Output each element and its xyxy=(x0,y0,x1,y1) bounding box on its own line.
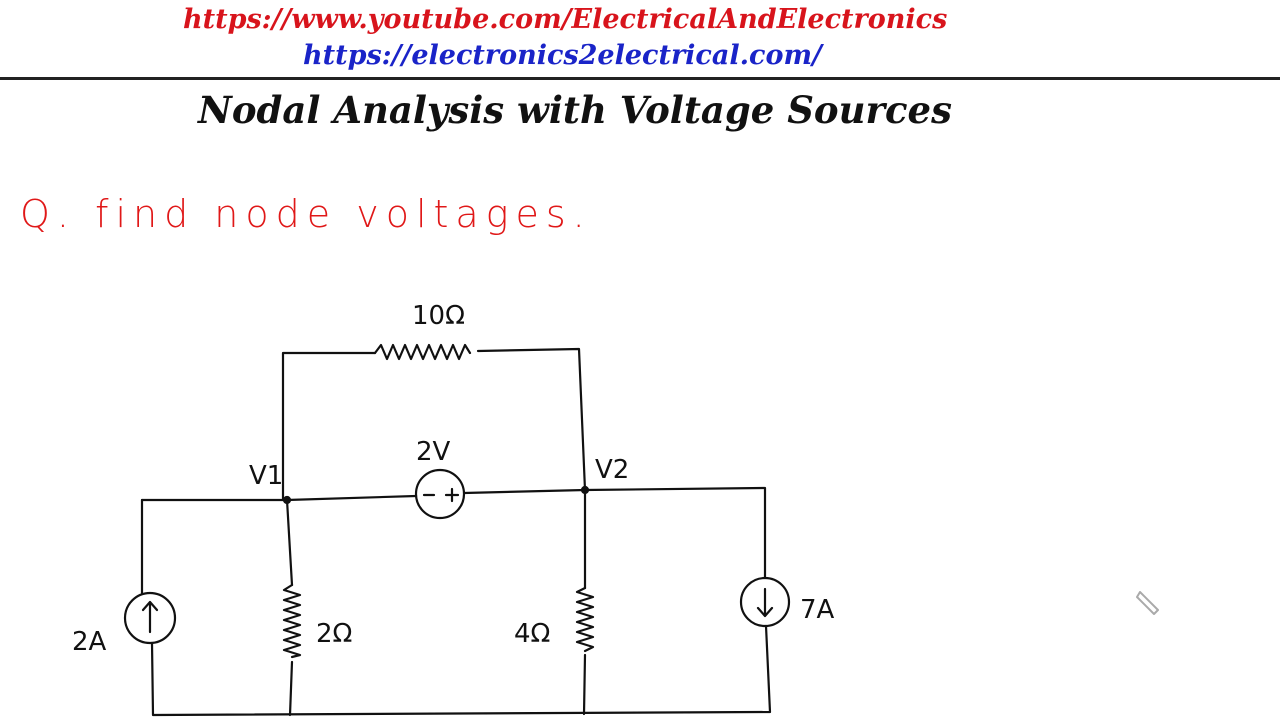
header-divider xyxy=(0,77,1280,80)
arrow-up-icon xyxy=(141,600,159,634)
current-source-7a xyxy=(739,576,791,628)
voltage-source xyxy=(414,468,466,520)
label-2-ohm: 2Ω xyxy=(316,619,352,649)
label-4-ohm: 4Ω xyxy=(514,619,550,649)
resistor-10-ohm xyxy=(373,343,472,361)
node-v1-dot xyxy=(282,495,292,505)
question-text: Q. find node voltages. xyxy=(20,192,592,236)
current-source-2a xyxy=(123,591,177,645)
label-10-ohm: 10Ω xyxy=(412,301,465,331)
website-url: https://electronics2electrical.com/ xyxy=(303,40,822,71)
label-2v: 2V xyxy=(416,437,451,467)
page-title: Nodal Analysis with Voltage Sources xyxy=(198,88,952,132)
youtube-url: https://www.youtube.com/ElectricalAndEle… xyxy=(183,4,948,35)
label-2a: 2A xyxy=(72,627,107,657)
label-v1: V1 xyxy=(249,461,283,491)
pen-cursor-icon xyxy=(1136,591,1159,615)
label-7a: 7A xyxy=(800,595,835,625)
node-v2-dot xyxy=(580,485,590,495)
arrow-down-icon xyxy=(756,587,774,618)
resistor-2-ohm xyxy=(282,583,302,659)
resistor-4-ohm xyxy=(575,586,595,653)
wires xyxy=(140,347,772,717)
label-v2: V2 xyxy=(595,455,629,485)
